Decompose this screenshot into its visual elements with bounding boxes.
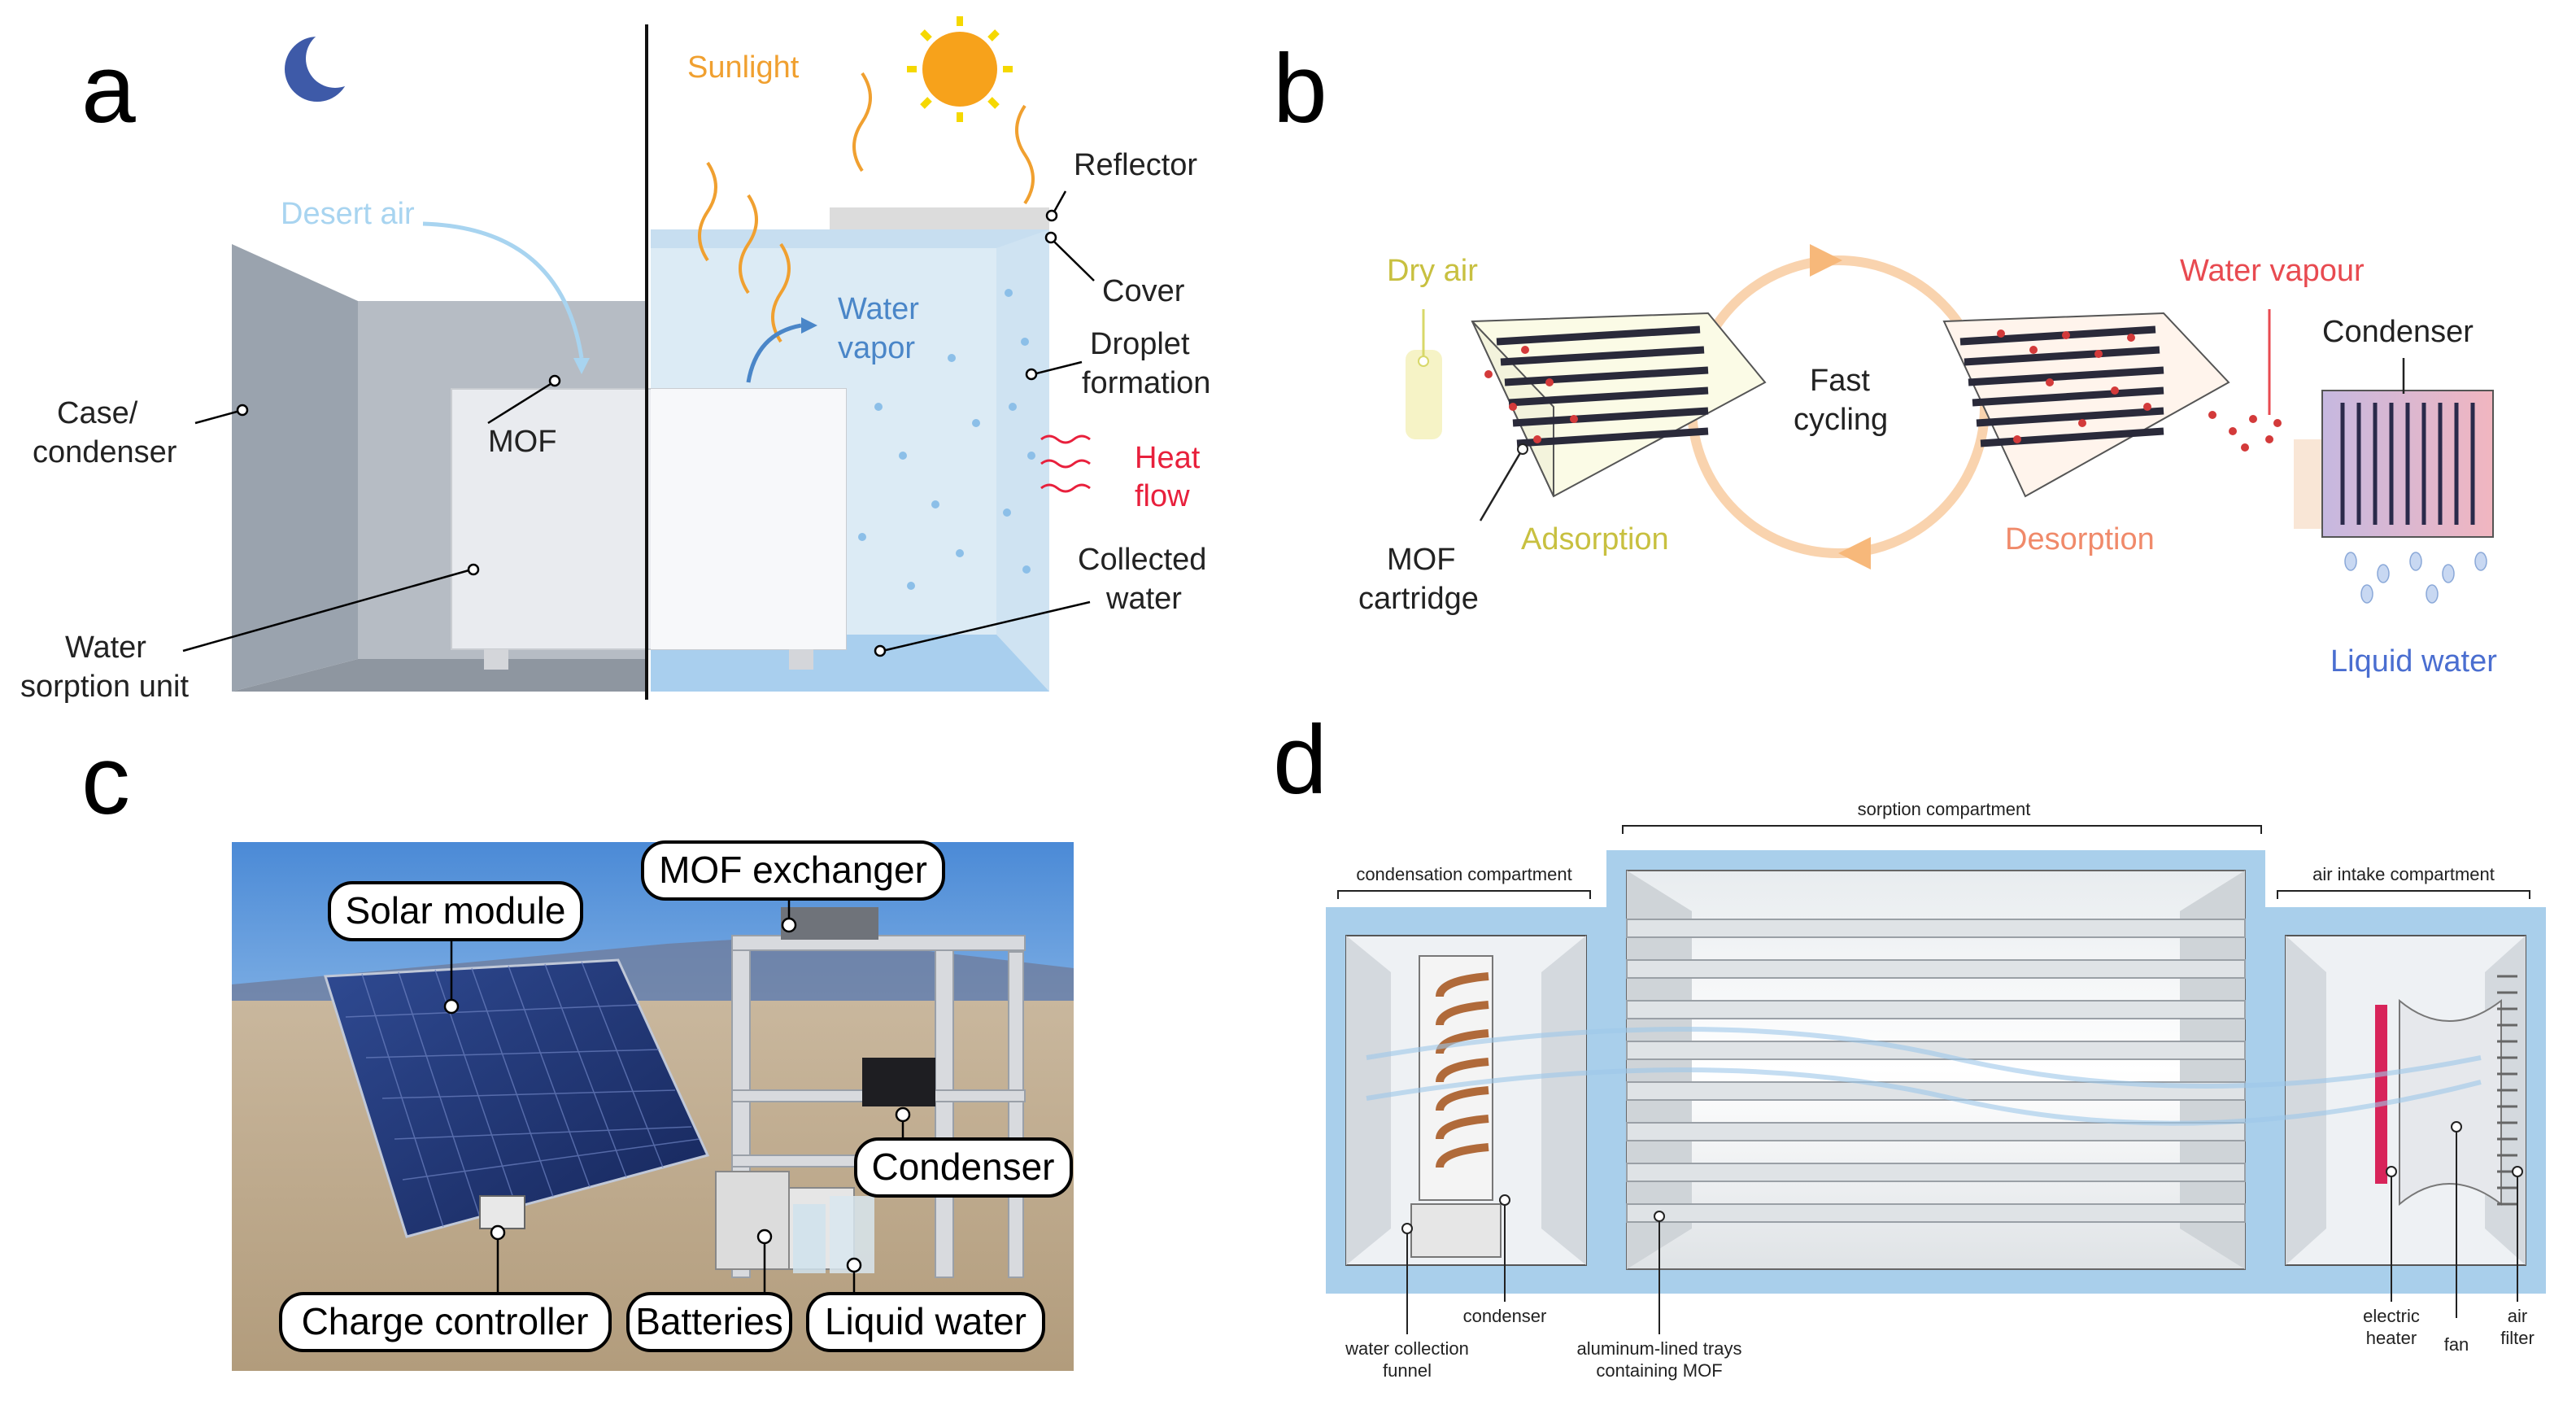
callout-mof-exchanger: MOF exchanger (641, 840, 945, 901)
mof-trays (1626, 919, 2246, 1223)
droplet-icon (2344, 552, 2487, 604)
label-adsorption: Adsorption (1521, 522, 1669, 556)
label-mof-cartridge-1: MOF (1387, 543, 1455, 577)
panel-b-letter: b (1273, 34, 1327, 143)
panel-c-letter: c (81, 726, 130, 835)
electric-heater (2375, 1005, 2387, 1184)
label-heater-1: electric (2363, 1306, 2420, 1326)
callout-batteries: Batteries (626, 1292, 792, 1352)
label-collected-2: water (1105, 582, 1182, 616)
label-sunlight: Sunlight (687, 50, 800, 85)
callout-liquid-water: Liquid water (806, 1292, 1045, 1352)
panel-d-letter: d (1273, 705, 1327, 814)
label-sorption-2: sorption unit (20, 670, 189, 704)
label-heat-1: Heat (1135, 441, 1201, 475)
label-water-vapor-1: Water (838, 292, 919, 326)
label-liquid-water-b: Liquid water (2330, 644, 2497, 679)
label-condensation-compartment: condensation compartment (1356, 864, 1571, 884)
label-sorption-1: Water (65, 631, 146, 665)
label-liquid-water-c: Liquid water (825, 1300, 1026, 1342)
label-water-vapor-2: vapor (838, 331, 915, 365)
label-trays-2: containing MOF (1596, 1360, 1722, 1381)
label-mof-cartridge-2: cartridge (1358, 582, 1479, 616)
sun-icon (907, 16, 1013, 122)
condenser-coil (1436, 972, 1489, 1168)
panel-d: d (1273, 705, 2546, 1381)
label-condenser-c: Condenser (871, 1146, 1054, 1188)
label-condenser-b: Condenser (2322, 315, 2474, 349)
label-filter-1: air (2508, 1306, 2527, 1326)
label-mof-exchanger: MOF exchanger (659, 849, 927, 891)
label-trays-1: aluminum-lined trays (1577, 1338, 1742, 1359)
label-mof: MOF (488, 425, 556, 459)
label-condenser-d: condenser (1463, 1306, 1547, 1326)
droplets (858, 289, 1035, 590)
label-water-collection-2: funnel (1383, 1360, 1432, 1381)
label-charge-controller: Charge controller (302, 1300, 589, 1342)
solar-panel (323, 958, 710, 1238)
panel-c: c (81, 726, 1074, 1371)
label-heater-2: heater (2366, 1328, 2417, 1348)
callout-condenser: Condenser (854, 1137, 1073, 1198)
condenser-box (862, 1058, 935, 1106)
airflow (1366, 1027, 2482, 1126)
label-droplet-2: formation (1082, 366, 1210, 400)
label-batteries: Batteries (635, 1300, 783, 1342)
air-filter (2497, 975, 2517, 1206)
label-cover: Cover (1102, 274, 1185, 308)
label-sorption-compartment: sorption compartment (1858, 799, 2031, 819)
callout-charge-controller: Charge controller (279, 1292, 612, 1352)
label-heat-2: flow (1135, 479, 1190, 513)
fan (2399, 998, 2502, 1207)
label-water-collection-1: water collection (1345, 1338, 1469, 1359)
label-case-1: Case/ (57, 396, 138, 430)
label-solar-module: Solar module (345, 889, 565, 932)
label-collected-1: Collected (1078, 543, 1206, 577)
water-collection-funnel (1410, 1203, 1502, 1258)
mof-exchanger-box (781, 907, 878, 940)
label-filter-2: filter (2500, 1328, 2535, 1348)
cycle-arrow-bottom (1838, 537, 1871, 570)
water-jugs (793, 1196, 874, 1273)
label-fast-1: Fast (1810, 364, 1870, 398)
label-dry-air: Dry air (1387, 254, 1478, 288)
label-desert-air: Desert air (281, 197, 415, 231)
panel-a-letter: a (81, 34, 136, 143)
label-droplet-1: Droplet (1090, 327, 1190, 361)
charge-controller-box (479, 1195, 525, 1229)
label-fan: fan (2444, 1334, 2469, 1355)
label-fast-2: cycling (1794, 403, 1888, 437)
label-reflector: Reflector (1074, 148, 1197, 182)
label-water-vapour: Water vapour (2180, 254, 2365, 288)
moon-icon (285, 29, 364, 102)
panel-b: b (1273, 34, 2497, 679)
cycle-arrow-top (1810, 244, 1842, 277)
panel-a: a (20, 16, 1210, 704)
label-case-2: condenser (33, 435, 177, 469)
label-air-intake-compartment: air intake compartment (2312, 864, 2495, 884)
callout-solar-module: Solar module (328, 881, 583, 941)
label-desorption: Desorption (2005, 522, 2155, 556)
